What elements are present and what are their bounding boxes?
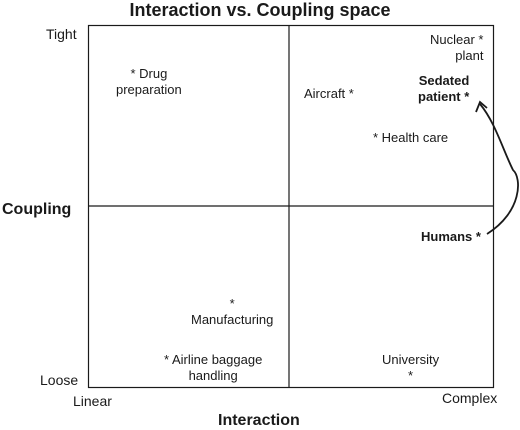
x-axis-right-label: Complex bbox=[442, 390, 498, 406]
y-axis-title: Coupling bbox=[2, 201, 72, 218]
point-label-line: Manufacturing bbox=[191, 312, 274, 327]
point-label-line: Nuclear * bbox=[430, 32, 484, 47]
point-label-line: University bbox=[382, 352, 440, 367]
point-label-line: Sedated bbox=[418, 73, 470, 88]
point-humans: Humans * bbox=[421, 229, 481, 244]
point-university: University * bbox=[382, 352, 439, 384]
point-label-line: * bbox=[229, 296, 235, 311]
point-sedated-patient: Sedated patient * bbox=[418, 73, 469, 105]
y-axis-top-label: Tight bbox=[46, 26, 77, 42]
point-label-line: * Airline baggage bbox=[164, 352, 263, 367]
transition-arrow bbox=[479, 103, 519, 235]
y-axis-bottom-label: Loose bbox=[40, 372, 79, 388]
point-label-line: patient * bbox=[418, 89, 470, 104]
x-axis-left-label: Linear bbox=[73, 393, 112, 409]
point-airline-baggage-handling: * Airline baggage handling bbox=[164, 352, 262, 384]
point-label-line: * bbox=[408, 368, 414, 383]
point-drug-preparation: * Drug preparation bbox=[116, 66, 182, 98]
x-axis-title: Interaction bbox=[218, 412, 300, 429]
point-label-line: preparation bbox=[116, 82, 182, 97]
point-label-line: plant bbox=[455, 48, 484, 63]
diagram-title: Interaction vs. Coupling space bbox=[129, 0, 391, 20]
point-manufacturing: * Manufacturing bbox=[191, 296, 273, 328]
point-nuclear-plant: Nuclear * plant bbox=[430, 32, 483, 64]
point-health-care: * Health care bbox=[373, 130, 449, 145]
point-aircraft: Aircraft * bbox=[304, 86, 354, 101]
point-label-line: * Drug bbox=[130, 66, 168, 81]
point-label-line: handling bbox=[188, 368, 238, 383]
arrow-head bbox=[475, 100, 488, 113]
